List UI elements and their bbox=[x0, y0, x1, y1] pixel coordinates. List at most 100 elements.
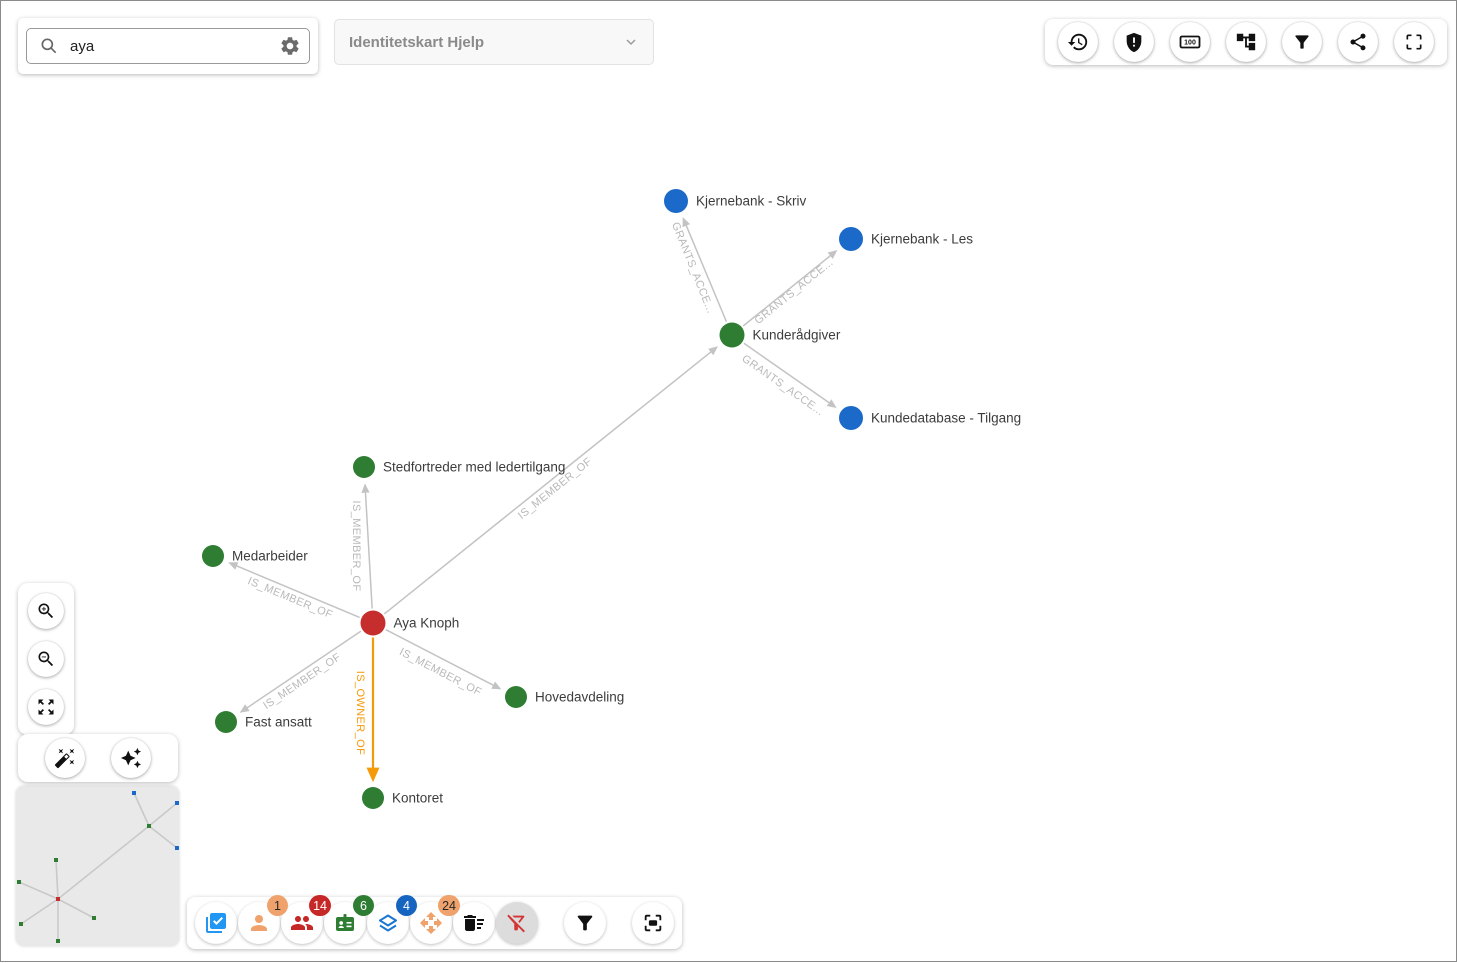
edge-label: IS_MEMBER_OF bbox=[261, 651, 343, 712]
help-dropdown-label: Identitetskart Hjelp bbox=[349, 33, 485, 51]
edge-label: GRANTS_ACCE... bbox=[669, 221, 717, 316]
fit-view-button[interactable] bbox=[28, 689, 64, 725]
magic-wand-button[interactable] bbox=[44, 738, 85, 778]
edge-kunderadgiver-kjernebank_les[interactable] bbox=[742, 250, 838, 327]
node-label: Kjernebank - Skriv bbox=[696, 194, 807, 209]
edge-label: IS_MEMBER_OF bbox=[350, 501, 362, 592]
svg-text:100: 100 bbox=[1184, 40, 1196, 47]
minimap-edge bbox=[18, 881, 59, 900]
filter-off-icon bbox=[507, 914, 525, 933]
layers-icon bbox=[379, 914, 397, 932]
history-button[interactable] bbox=[1058, 22, 1098, 62]
zoom-in-button[interactable] bbox=[28, 593, 64, 629]
fit-view-icon bbox=[38, 699, 54, 715]
node-kontoret[interactable] bbox=[362, 787, 384, 809]
minimap-edge bbox=[55, 859, 59, 900]
minimap-node bbox=[147, 824, 151, 828]
minimap-node bbox=[175, 846, 179, 850]
center-focus-button[interactable] bbox=[632, 902, 674, 944]
node-fast_ansatt[interactable] bbox=[215, 711, 237, 733]
minimap-node bbox=[92, 916, 96, 920]
limit-100-icon: 100 bbox=[1179, 35, 1201, 49]
edge-aya-kunderadgiver[interactable] bbox=[383, 346, 718, 615]
help-dropdown[interactable]: Identitetskart Hjelp bbox=[334, 19, 654, 65]
search-input[interactable] bbox=[68, 36, 270, 56]
node-kunderadgiver[interactable] bbox=[719, 322, 745, 348]
edge-label: IS_MEMBER_OF bbox=[246, 575, 335, 621]
edge-label: GRANTS_ACCE... bbox=[739, 353, 826, 419]
history-icon bbox=[1067, 33, 1088, 51]
zoom-in-icon bbox=[38, 603, 54, 619]
hierarchy-button[interactable] bbox=[1226, 22, 1266, 62]
minimap[interactable] bbox=[16, 786, 179, 946]
node-label: Fast ansatt bbox=[245, 715, 312, 730]
edge-kunderadgiver-kundedatabase[interactable] bbox=[743, 342, 837, 408]
filter-button[interactable] bbox=[564, 902, 606, 944]
edge-kunderadgiver-kjernebank_skriv[interactable] bbox=[682, 217, 728, 322]
node-kundedatabase[interactable] bbox=[839, 406, 863, 430]
minimap-node bbox=[17, 880, 21, 884]
roles-filter-button[interactable]: 6 bbox=[324, 895, 374, 944]
edge-aya-medarbeider[interactable] bbox=[228, 562, 360, 619]
minimap-edge bbox=[57, 898, 95, 919]
magic-wand-icon bbox=[54, 748, 74, 769]
node-medarbeider[interactable] bbox=[202, 545, 224, 567]
security-alert-button[interactable] bbox=[1114, 22, 1154, 62]
filter-top-button[interactable] bbox=[1282, 22, 1322, 62]
minimap-edge bbox=[133, 792, 150, 827]
edge-aya-hovedavdeling[interactable] bbox=[385, 628, 502, 690]
person-icon bbox=[251, 915, 267, 931]
node-kjernebank_les[interactable] bbox=[839, 227, 863, 251]
search-settings-button[interactable] bbox=[279, 35, 301, 57]
node-label: Hovedavdeling bbox=[535, 690, 624, 705]
edge-aya-stedfortreder[interactable] bbox=[361, 483, 373, 609]
minimap-edge bbox=[148, 802, 178, 827]
node-label: Aya Knoph bbox=[394, 616, 460, 631]
minimap-node bbox=[56, 939, 60, 943]
zoom-out-button[interactable] bbox=[28, 641, 64, 677]
minimap-node bbox=[175, 801, 179, 805]
search-card bbox=[18, 18, 318, 74]
top-right-toolbar: 100 bbox=[1045, 19, 1447, 65]
layers-count-badge: 4 bbox=[396, 895, 417, 916]
persons-filter-button[interactable]: 1 bbox=[238, 895, 288, 944]
node-stedfortreder[interactable] bbox=[353, 456, 375, 478]
minimap-edge bbox=[148, 825, 178, 849]
move-filter-button[interactable]: 24 bbox=[410, 895, 460, 944]
node-label: Kundedatabase - Tilgang bbox=[871, 411, 1021, 426]
select-all-button[interactable] bbox=[195, 902, 237, 944]
groups-filter-button[interactable]: 14 bbox=[281, 895, 331, 944]
move-count-badge: 24 bbox=[438, 895, 460, 916]
minimap-node bbox=[54, 858, 58, 862]
zoom-controls bbox=[18, 583, 74, 735]
delete-sweep-button[interactable] bbox=[453, 902, 495, 944]
delete-sweep-icon bbox=[464, 915, 484, 931]
edge-label: IS_OWNER_OF bbox=[354, 671, 366, 755]
people-count-badge: 14 bbox=[309, 895, 331, 916]
node-label: Kjernebank - Les bbox=[871, 232, 973, 247]
move-icon bbox=[420, 912, 442, 934]
node-hovedavdeling[interactable] bbox=[505, 686, 527, 708]
node-label: Kontoret bbox=[392, 791, 443, 806]
search-icon bbox=[41, 38, 57, 54]
node-aya[interactable] bbox=[360, 610, 386, 636]
minimap-node bbox=[19, 922, 23, 926]
shield-alert-icon bbox=[1126, 32, 1142, 53]
edge-aya-fast_ansatt[interactable] bbox=[239, 630, 362, 713]
search-box bbox=[26, 28, 310, 64]
node-limit-button[interactable]: 100 bbox=[1170, 22, 1210, 62]
fullscreen-button[interactable] bbox=[1394, 22, 1434, 62]
node-kjernebank_skriv[interactable] bbox=[664, 189, 688, 213]
chevron-down-icon bbox=[626, 39, 636, 46]
share-button[interactable] bbox=[1338, 22, 1378, 62]
layers-filter-button[interactable]: 4 bbox=[367, 895, 417, 944]
auto-layout-button[interactable] bbox=[111, 738, 152, 778]
id-card-icon bbox=[336, 914, 354, 931]
minimap-edge bbox=[20, 898, 59, 925]
fullscreen-icon bbox=[1406, 34, 1422, 50]
node-label: Stedfortreder med ledertilgang bbox=[383, 460, 565, 475]
filter-off-button[interactable] bbox=[496, 902, 538, 944]
zoom-out-icon bbox=[38, 651, 54, 667]
node-label: Medarbeider bbox=[232, 549, 308, 564]
